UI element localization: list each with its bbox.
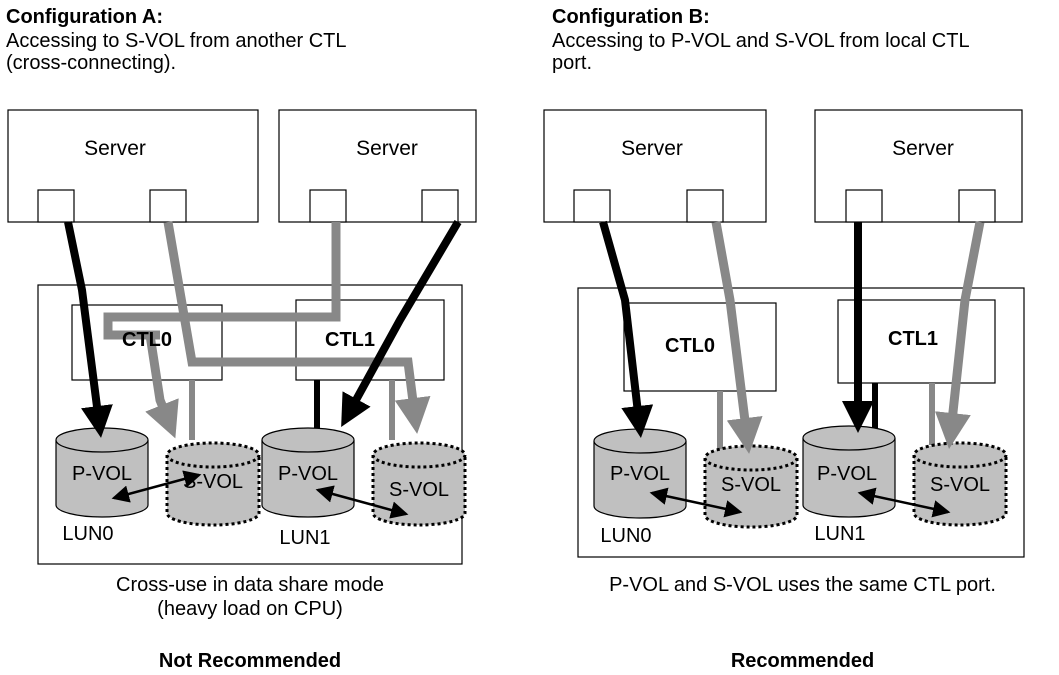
config-b-desc-line1: Accessing to P-VOL and S-VOL from local … xyxy=(552,30,970,52)
config-a-lun0-label: LUN0 xyxy=(62,523,113,545)
config-a-cross-path-1 xyxy=(103,222,341,340)
config-b-svol1-label: S-VOL xyxy=(930,474,990,496)
config-b-pvol1-label: P-VOL xyxy=(817,463,877,485)
config-a-svol0-label: S-VOL xyxy=(183,471,243,493)
config-b-caption: P-VOL and S-VOL uses the same CTL port. xyxy=(609,574,996,596)
config-a-pvol0-label: P-VOL xyxy=(72,463,132,485)
config-b-ctl1 xyxy=(837,299,996,384)
config-a-pvol1-path xyxy=(341,219,462,428)
config-a-diagram: Server Server CTL0 CTL1 P-VOL xyxy=(7,109,477,565)
config-b-server-left-port0 xyxy=(573,189,611,223)
config-b-lun0-label: LUN0 xyxy=(600,525,651,547)
config-a-lun1-label: LUN1 xyxy=(279,527,330,549)
config-a-server-left-port1 xyxy=(149,189,187,223)
config-a-svol0-arrow xyxy=(145,334,179,439)
config-a-server-right-port1 xyxy=(421,189,459,223)
config-b-pair-arrow-lun0 xyxy=(649,487,743,518)
config-a-caption-line1: Cross-use in data share mode xyxy=(116,574,384,596)
config-a-caption-line2: (heavy load on CPU) xyxy=(157,598,343,620)
config-a-pair-arrow-lun0 xyxy=(111,470,202,503)
config-a-server-right-port0 xyxy=(309,189,347,223)
config-a-pvol0-path xyxy=(64,221,113,438)
config-b-server-right-port0 xyxy=(845,189,883,223)
config-a-svol1-label: S-VOL xyxy=(389,479,449,501)
config-b-desc-line2: port. xyxy=(552,52,593,74)
config-b-server-left-label: Server xyxy=(621,137,683,160)
config-b-ctl0-label: CTL0 xyxy=(665,335,715,357)
config-b-lun1-label: LUN1 xyxy=(814,523,865,545)
config-a-ctl1-label: CTL1 xyxy=(325,329,375,351)
config-b-svol0-label: S-VOL xyxy=(721,474,781,496)
config-b-svol1-path xyxy=(934,221,985,449)
config-a-desc-line1: Accessing to S-VOL from another CTL xyxy=(6,30,347,52)
config-a-server-left-label: Server xyxy=(84,137,146,160)
config-a-verdict: Not Recommended xyxy=(158,650,342,672)
config-a-pvol1-label: P-VOL xyxy=(278,463,338,485)
config-a-cross-path-2 xyxy=(163,221,431,434)
config-a-ctl0-label: CTL0 xyxy=(122,329,172,351)
config-a-pair-arrow-lun1 xyxy=(315,485,409,519)
config-a-server-left-port0 xyxy=(37,189,75,223)
config-b-server-right-label: Server xyxy=(892,137,954,160)
config-b-title: Configuration B: xyxy=(552,6,710,28)
config-b-pair-arrow-lun1 xyxy=(857,487,951,518)
config-b-pvol0-label: P-VOL xyxy=(610,463,670,485)
config-a-svol-lun1 xyxy=(371,441,467,527)
config-a-server-right-label: Server xyxy=(356,137,418,160)
config-a-title: Configuration A: xyxy=(6,6,164,28)
config-b-server-left-port1 xyxy=(686,189,724,223)
config-b-svol0-path xyxy=(711,221,763,454)
config-b-ctl1-label: CTL1 xyxy=(888,328,938,350)
config-b-verdict: Recommended xyxy=(730,650,875,672)
config-b-pvol0-path xyxy=(599,220,654,438)
config-a-desc-line2: (cross-connecting). xyxy=(6,52,177,74)
config-b-ctl0 xyxy=(623,302,777,392)
config-b-diagram: Server Server CTL0 CTL1 P-VOL S-VOL P-VO… xyxy=(543,109,1025,558)
config-b-server-right-port1 xyxy=(958,189,996,223)
